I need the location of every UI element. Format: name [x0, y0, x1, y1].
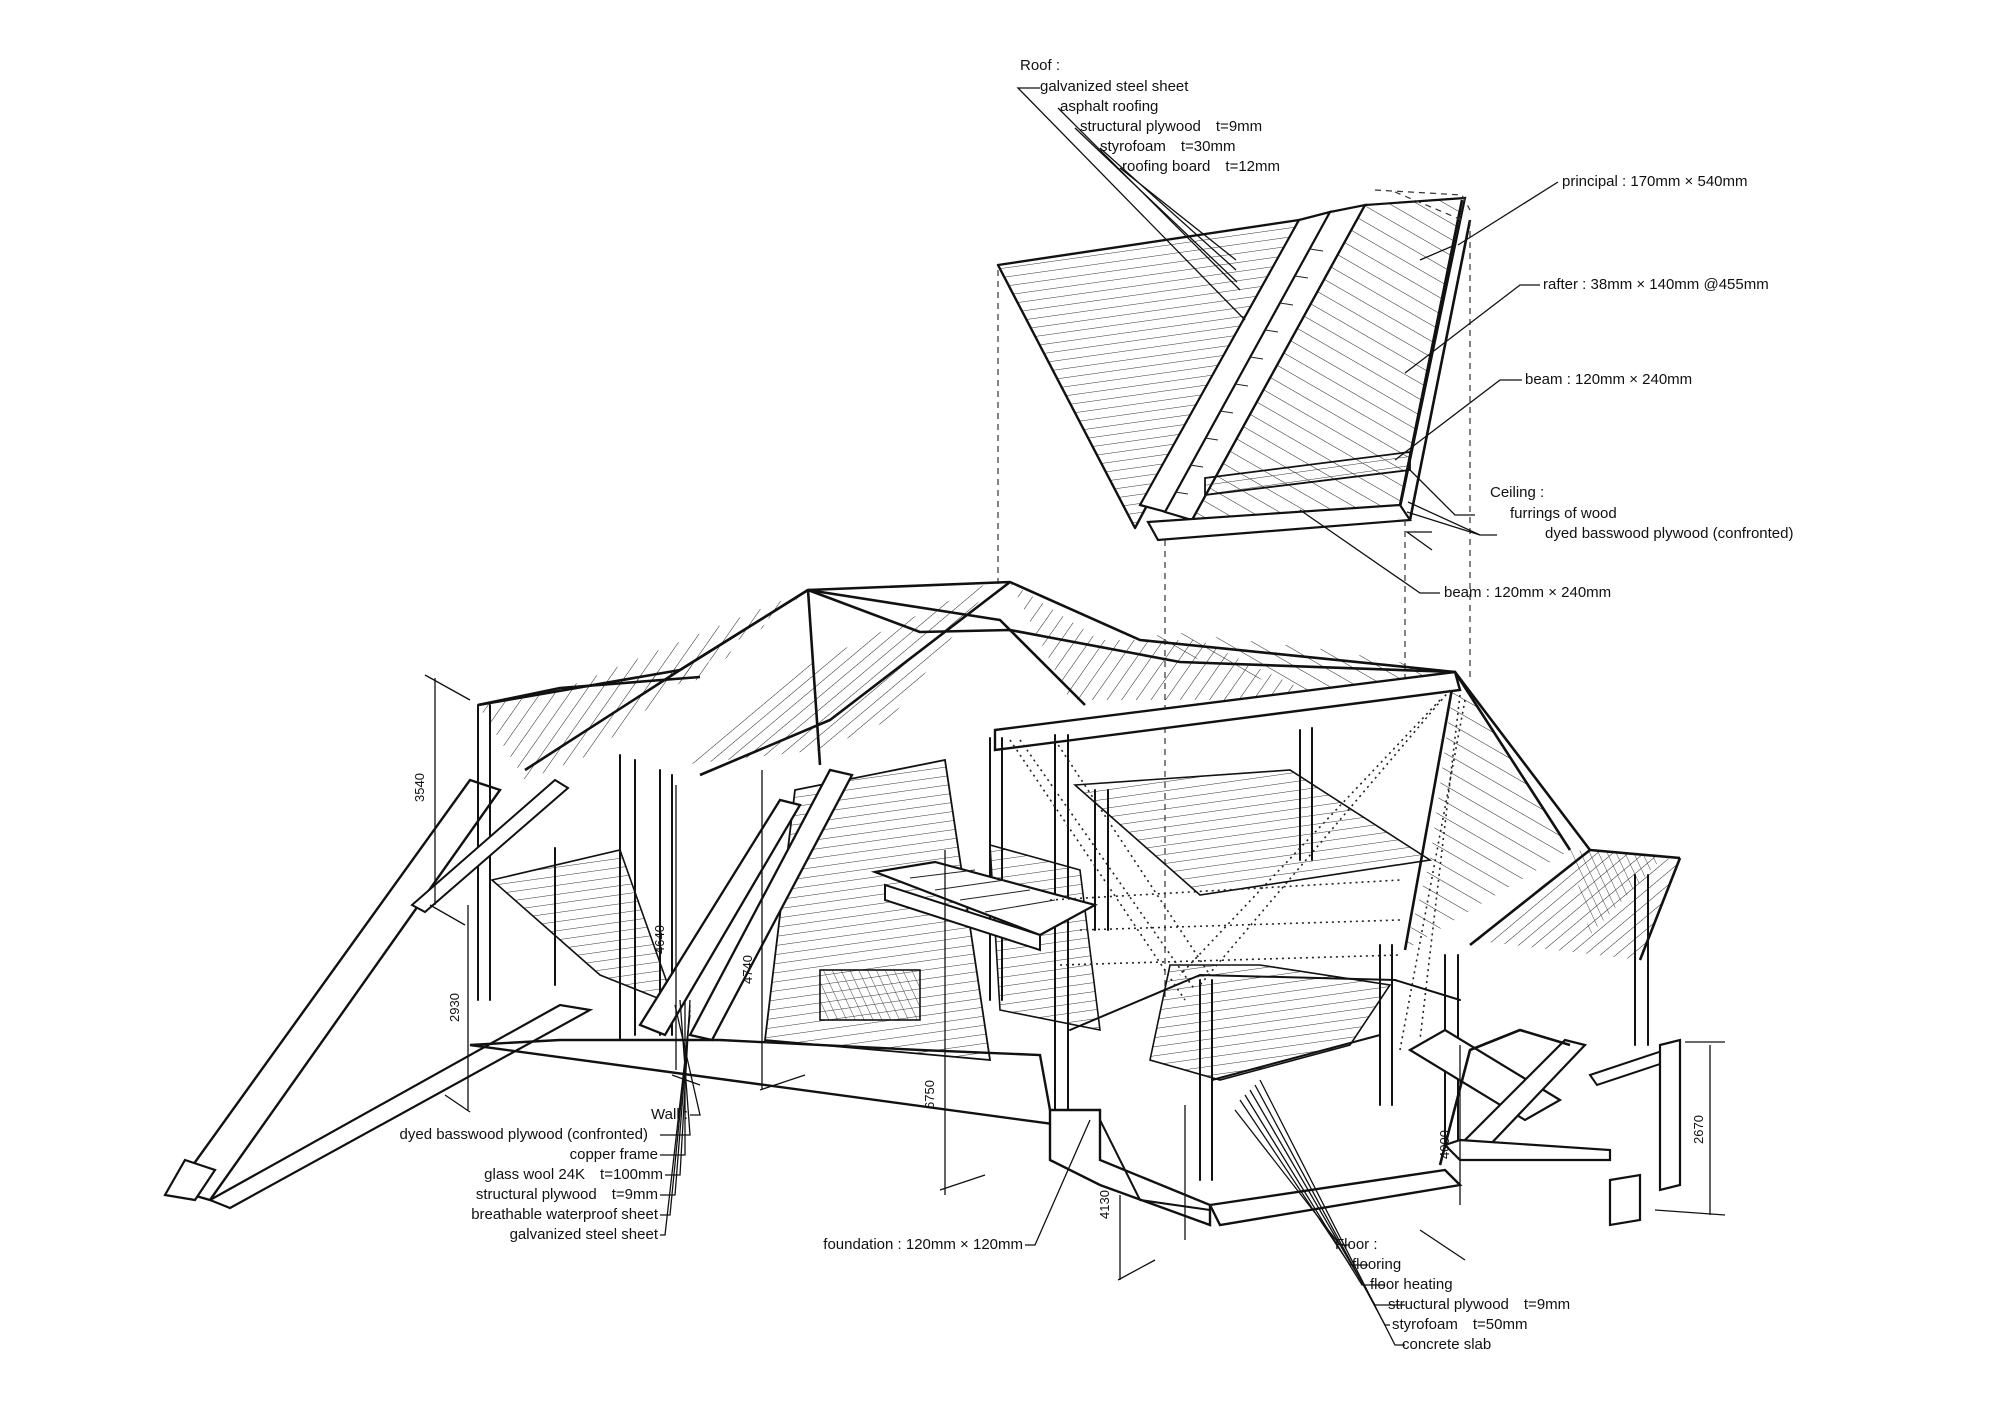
dimension-2930: 2930 — [446, 993, 462, 1022]
dimension-2670: 2670 — [1690, 1115, 1706, 1144]
principal-label: principal : 170mm × 540mm — [1562, 173, 1748, 190]
wall-item-3: glass wool 24K t=100mm — [484, 1166, 663, 1183]
dimension-4000: 4000 — [1436, 1130, 1452, 1159]
beam-upper-label: beam : 120mm × 240mm — [1525, 371, 1693, 388]
dimension-3540: 3540 — [411, 773, 427, 802]
roof-item-5: roofing board t=12mm — [1122, 158, 1280, 175]
dimension-4130: 4130 — [1096, 1190, 1112, 1219]
wall-item-5: breathable waterproof sheet — [471, 1206, 658, 1223]
floor-item-2: floor heating — [1370, 1276, 1453, 1293]
ceiling-item-2: dyed basswood plywood (confronted) — [1545, 525, 1794, 542]
alignment-lines — [997, 220, 1471, 1000]
rafter-label: rafter : 38mm × 140mm @455mm — [1543, 276, 1769, 293]
roof-item-1: galvanized steel sheet — [1040, 78, 1189, 95]
wall-heading: Wall : — [651, 1106, 688, 1123]
wall-item-1: dyed basswood plywood (confronted) — [399, 1126, 648, 1143]
ceiling-item-1: furrings of wood — [1510, 505, 1617, 522]
beam-lower-label: beam : 120mm × 240mm — [1444, 584, 1612, 601]
wall-item-2: copper frame — [569, 1146, 658, 1163]
wall-item-4: structural plywood t=9mm — [475, 1186, 658, 1203]
foundation-label: foundation : 120mm × 120mm — [823, 1236, 1023, 1253]
floor-item-1: flooring — [1352, 1256, 1402, 1273]
floor-item-5: concrete slab — [1402, 1336, 1492, 1353]
main-structure — [163, 580, 1682, 1227]
floor-heading: Floor : — [1335, 1236, 1378, 1253]
roof-item-3: structural plywood t=9mm — [1080, 118, 1263, 135]
leader-lines — [660, 87, 1559, 1346]
ceiling-heading: Ceiling : — [1490, 484, 1545, 501]
roof-item-2: asphalt roofing — [1060, 98, 1159, 115]
wall-item-6: galvanized steel sheet — [509, 1226, 658, 1243]
floor-item-3: structural plywood t=9mm — [1388, 1296, 1571, 1313]
floor-item-4: styrofoam t=50mm — [1392, 1316, 1528, 1333]
dimension-lines — [424, 674, 1726, 1281]
roof-item-4: styrofoam t=30mm — [1100, 138, 1236, 155]
dimension-6750: 6750 — [921, 1080, 937, 1109]
dimension-4740: 4740 — [739, 955, 755, 984]
roof-heading: Roof : — [1020, 57, 1061, 74]
dimension-4640: 4640 — [651, 925, 667, 954]
exploded-roof-piece — [996, 189, 1472, 542]
